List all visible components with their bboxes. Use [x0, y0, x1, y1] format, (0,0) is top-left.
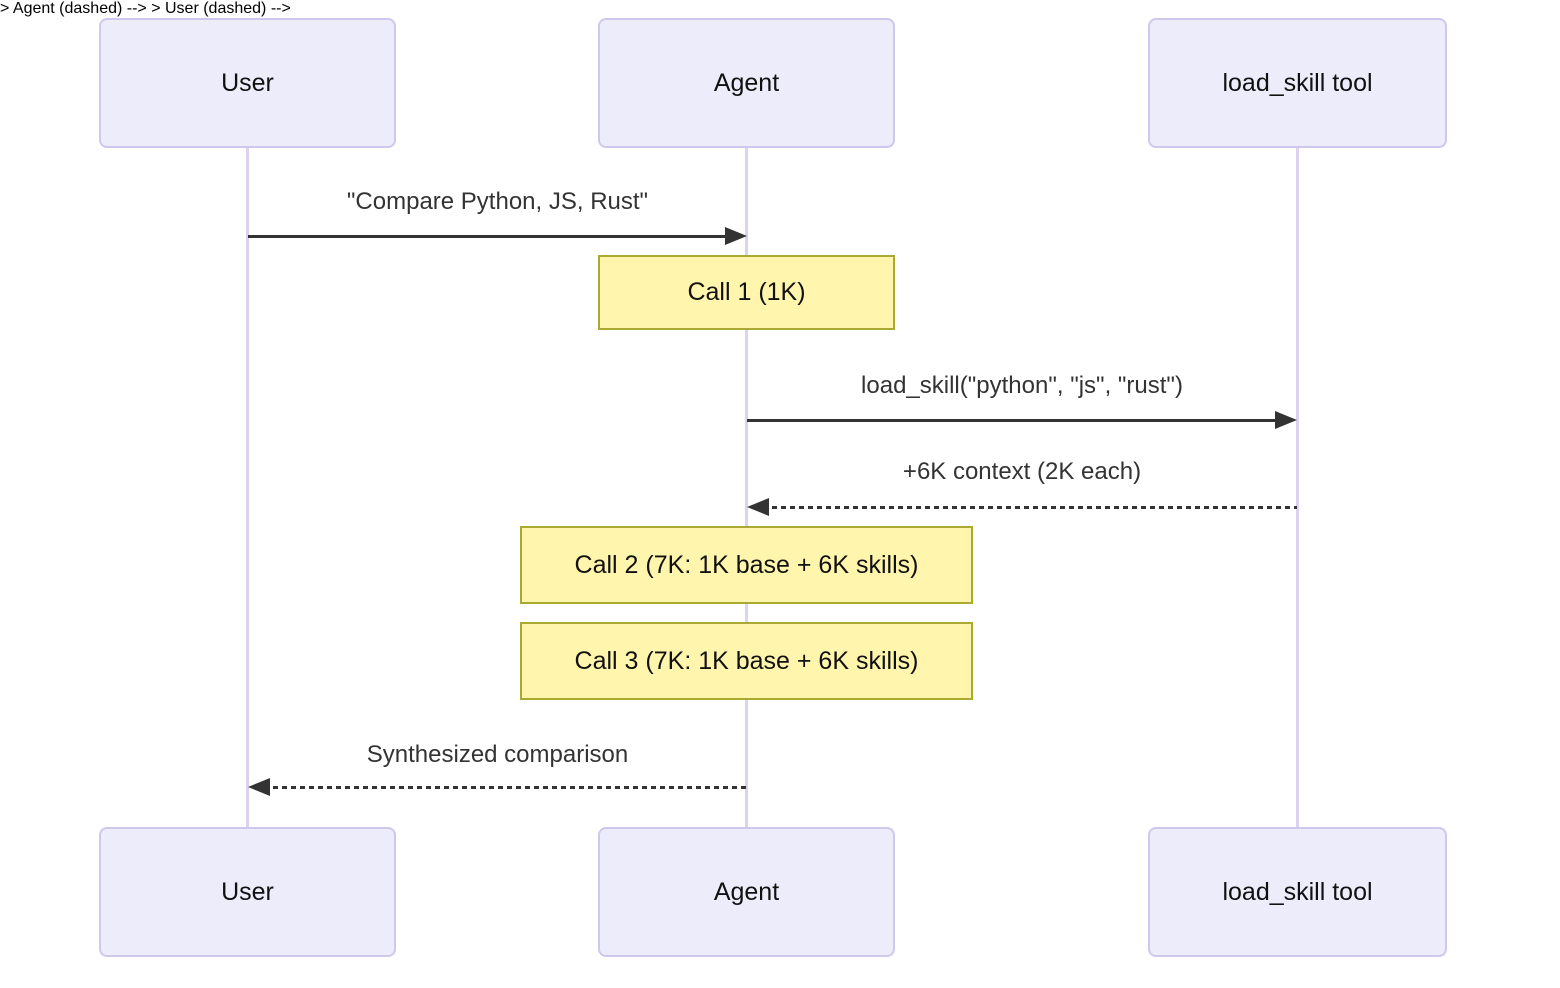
actor-agent-label: Agent [713, 877, 780, 906]
actor-agent-label: Agent [713, 68, 780, 97]
arrowhead-right-icon [1275, 411, 1297, 429]
note-call-2: Call 2 (7K: 1K base + 6K skills) [520, 526, 973, 604]
actor-load-skill-tool-label: load_skill tool [1222, 877, 1373, 906]
actor-user-bottom: User [99, 827, 396, 957]
message-2-arrow [747, 410, 1297, 430]
actor-agent-bottom: Agent [598, 827, 895, 957]
message-3-label: +6K context (2K each) [902, 458, 1142, 485]
actor-load-skill-tool-bottom: load_skill tool [1148, 827, 1447, 957]
actor-agent-top: Agent [598, 18, 895, 148]
note-call-3: Call 3 (7K: 1K base + 6K skills) [520, 622, 973, 700]
lifeline-load-skill-tool [1296, 148, 1299, 827]
message-1-line [248, 234, 731, 238]
actor-user-label: User [221, 68, 274, 97]
lifeline-agent [745, 148, 748, 827]
arrowhead-right-icon [725, 227, 747, 245]
message-4-label: Synthesized comparison [366, 741, 629, 768]
message-4-arrow [248, 777, 747, 797]
message-2-line [747, 418, 1281, 422]
actor-user-top: User [99, 18, 396, 148]
note-call-1: Call 1 (1K) [598, 255, 895, 330]
actor-load-skill-tool-label: load_skill tool [1222, 68, 1373, 97]
message-1-label: "Compare Python, JS, Rust" [346, 188, 649, 215]
lifeline-user [246, 148, 249, 827]
actor-user-label: User [221, 877, 274, 906]
message-4-line [264, 785, 747, 789]
message-3-arrow [747, 497, 1297, 517]
arrowhead-left-icon [747, 498, 769, 516]
message-2-label: load_skill("python", "js", "rust") [861, 372, 1183, 399]
message-1-arrow [248, 226, 747, 246]
actor-load-skill-tool-top: load_skill tool [1148, 18, 1447, 148]
message-3-line [763, 505, 1297, 509]
arrowhead-left-icon [248, 778, 270, 796]
